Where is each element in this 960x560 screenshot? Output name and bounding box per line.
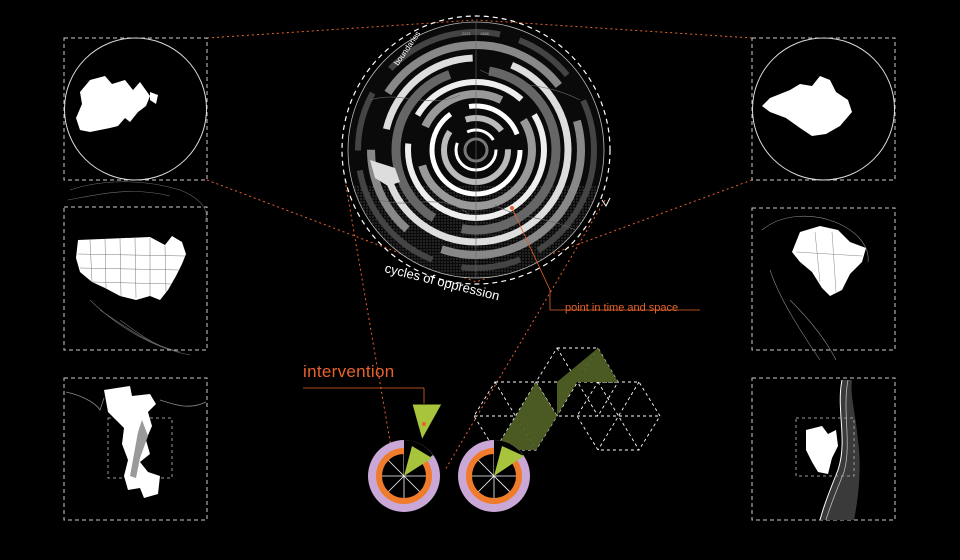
intervention-pointer [303, 387, 426, 426]
panel-globe-south-america [751, 37, 896, 181]
panel-map-north-america [63, 181, 208, 356]
panel-map-coastal-detail [751, 377, 896, 521]
panel-map-territory-detail [63, 377, 208, 521]
central-cycle-diagram: boundaries 2021 1888 cycles of oppressio… [341, 15, 611, 303]
point-pointer [510, 206, 700, 311]
label-year-b: 1888 [480, 31, 490, 36]
label-point-in-time-and-space: point in time and space [565, 302, 679, 314]
panel-globe-americas [63, 37, 208, 181]
ring-icon-right [458, 440, 530, 512]
hexagon-net [473, 347, 661, 451]
panel-map-south-america-brazil [751, 207, 896, 361]
ring-icon-left [368, 403, 443, 512]
label-year-a: 2021 [462, 31, 472, 36]
label-intervention: intervention [303, 362, 395, 381]
